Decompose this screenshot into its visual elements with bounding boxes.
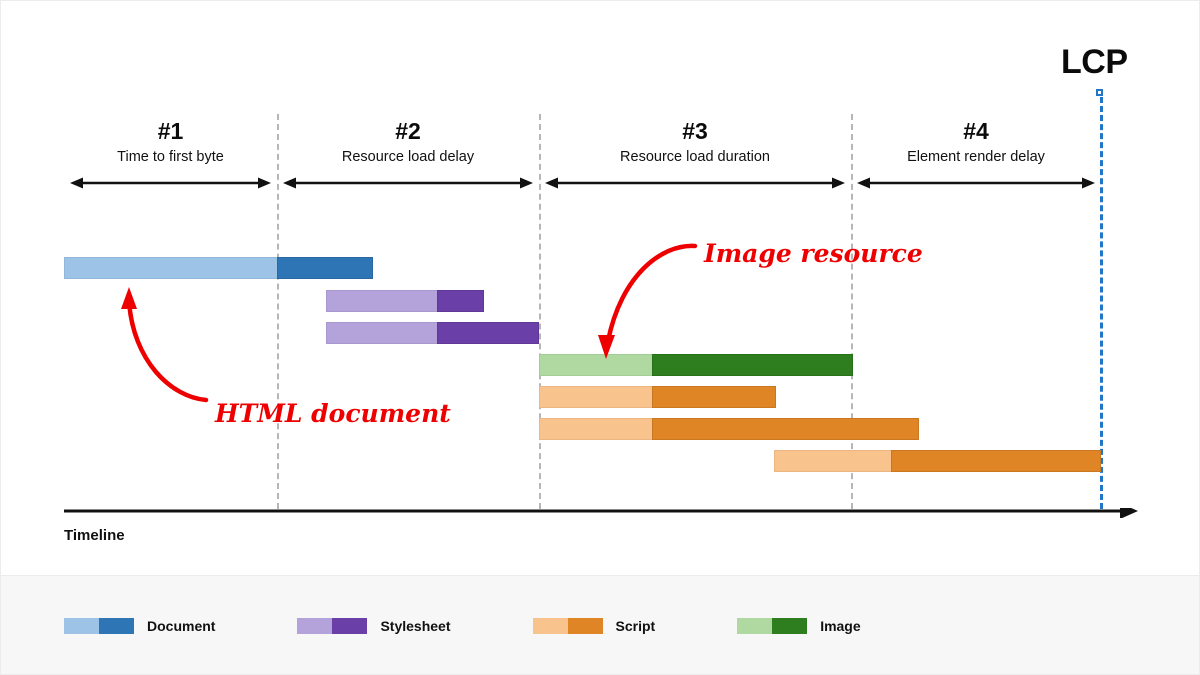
legend-item-script[interactable]: Script bbox=[532, 618, 656, 634]
phase-caption: Resource load duration bbox=[620, 149, 770, 166]
annotation-label-2: Image resource bbox=[704, 239, 923, 268]
legend-label: Document bbox=[147, 618, 216, 634]
bar-segment-download bbox=[652, 386, 776, 408]
waterfall-bar-stylesheet-3[interactable] bbox=[326, 322, 539, 344]
bar-segment-wait bbox=[539, 386, 652, 408]
phase-caption: Time to first byte bbox=[117, 149, 224, 166]
bar-segment-download bbox=[891, 450, 1101, 472]
timeline-axis-label: Timeline bbox=[64, 527, 125, 544]
waterfall-bar-document-1[interactable] bbox=[64, 257, 373, 279]
legend-swatch-icon bbox=[297, 618, 368, 634]
waterfall-bar-script-5[interactable] bbox=[539, 386, 776, 408]
waterfall-bar-script-6[interactable] bbox=[539, 418, 919, 440]
legend-swatch-icon bbox=[737, 618, 808, 634]
waterfall-bar-script-7[interactable] bbox=[774, 450, 1101, 472]
bar-segment-wait bbox=[539, 418, 652, 440]
phase-span-arrow-3 bbox=[545, 177, 845, 189]
bar-segment-wait bbox=[326, 290, 437, 312]
waterfall-bar-stylesheet-2[interactable] bbox=[326, 290, 484, 312]
legend-item-image[interactable]: Image bbox=[737, 618, 861, 634]
lcp-marker-cap-icon bbox=[1096, 89, 1103, 96]
lcp-label: LCP bbox=[1061, 43, 1128, 81]
legend-item-document[interactable]: Document bbox=[64, 618, 215, 634]
legend-item-stylesheet[interactable]: Stylesheet bbox=[297, 618, 451, 634]
phase-span-arrow-2 bbox=[283, 177, 533, 189]
bar-segment-download bbox=[652, 354, 853, 376]
legend-label: Image bbox=[820, 618, 861, 634]
legend-swatch-icon bbox=[64, 618, 134, 634]
phase-caption: Resource load delay bbox=[341, 149, 475, 166]
legend-label: Stylesheet bbox=[380, 618, 451, 634]
bar-segment-wait bbox=[539, 354, 652, 376]
lcp-marker-line bbox=[1100, 97, 1103, 509]
bar-segment-download bbox=[437, 322, 539, 344]
timeline-axis bbox=[64, 508, 1138, 518]
phase-divider-1 bbox=[277, 114, 279, 509]
phase-caption: Element render delay bbox=[907, 149, 1045, 166]
phase-divider-2 bbox=[539, 114, 541, 509]
legend: Document Stylesheet Script Image bbox=[64, 618, 943, 634]
waterfall-bar-image-4[interactable] bbox=[539, 354, 853, 376]
bar-segment-download bbox=[437, 290, 484, 312]
bar-segment-download bbox=[652, 418, 919, 440]
bar-segment-wait bbox=[774, 450, 891, 472]
legend-swatch-icon bbox=[532, 618, 603, 634]
phase-number: #4 bbox=[963, 118, 989, 144]
bar-segment-download bbox=[277, 257, 373, 279]
phase-span-arrow-1 bbox=[70, 177, 271, 189]
phase-number: #2 bbox=[395, 118, 421, 144]
phase-divider-3 bbox=[851, 114, 853, 509]
legend-label: Script bbox=[615, 618, 656, 634]
phase-number: #1 bbox=[157, 118, 184, 144]
annotation-label-1: HTML document bbox=[215, 399, 451, 428]
bar-segment-wait bbox=[326, 322, 437, 344]
phase-span-arrow-4 bbox=[857, 177, 1095, 189]
bar-segment-wait bbox=[64, 257, 277, 279]
phase-number: #3 bbox=[682, 118, 708, 144]
